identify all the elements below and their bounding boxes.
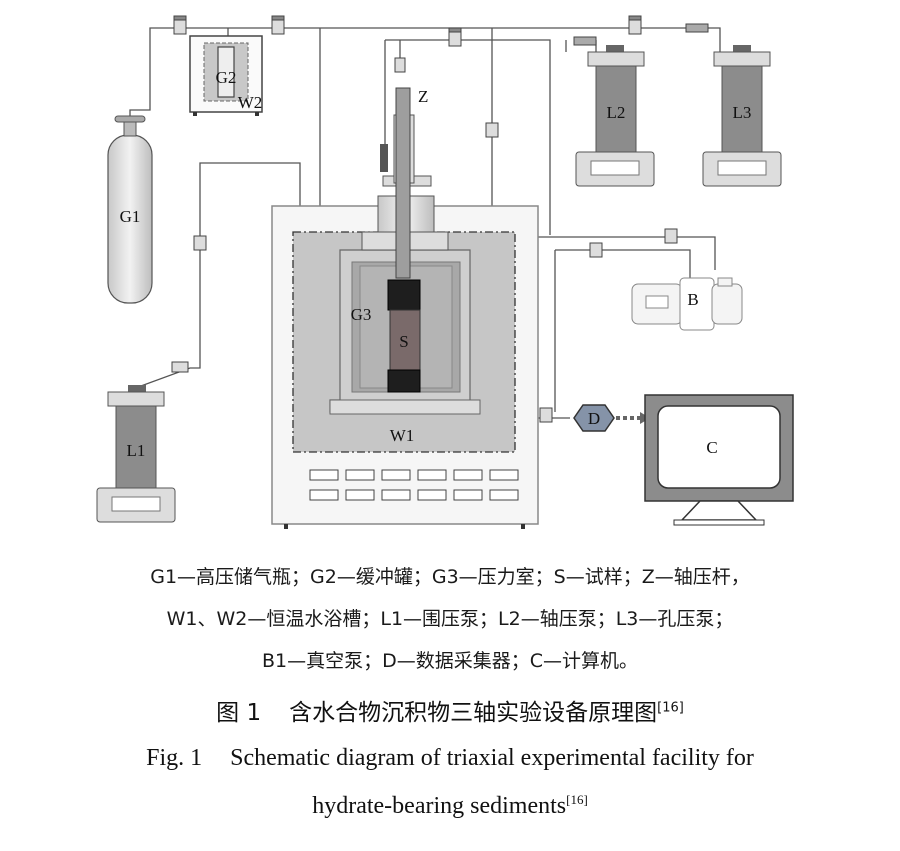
label-d: D (588, 409, 600, 428)
caption-en-ref: [16] (566, 792, 588, 807)
label-g1: G1 (120, 207, 141, 226)
computer-c: C (644, 394, 794, 526)
caption-english-line-1: Fig. 1 Schematic diagram of triaxial expe… (0, 745, 900, 772)
caption-en-line1: Schematic diagram of triaxial experiment… (230, 745, 754, 771)
pump-l3: L3 (702, 45, 782, 187)
legend-line-2: W1、W2—恒温水浴槽；L1—围压泵；L2—轴压泵；L3—孔压泵； (166, 608, 734, 630)
water-bath-w2: G2 W2 (189, 35, 263, 116)
label-b: B (687, 290, 698, 309)
label-g2: G2 (216, 68, 237, 87)
caption-cn-number: 图 1 (216, 700, 262, 726)
caption-en-line2: hydrate-bearing sediments (312, 793, 567, 819)
axial-rod-z: Z (380, 87, 428, 279)
label-g3: G3 (351, 305, 372, 324)
label-l1: L1 (127, 441, 146, 460)
pump-l2: L2 (575, 45, 655, 187)
vacuum-pump-b: B (631, 277, 743, 331)
label-w1: W1 (390, 426, 415, 445)
legend-line-1: G1—高压储气瓶；G2—缓冲罐；G3—压力室；S—试样；Z—轴压杆， (150, 566, 750, 588)
caption-en-number: Fig. 1 (146, 745, 203, 771)
label-c: C (706, 438, 717, 457)
label-z: Z (418, 87, 428, 106)
gas-cylinder-g1: G1 (107, 115, 153, 304)
data-logger-d: D (573, 404, 650, 432)
valves (171, 15, 709, 423)
caption-english-line-2: hydrate-bearing sediments[16] (0, 792, 900, 820)
caption-cn-text: 含水合物沉积物三轴实验设备原理图 (289, 700, 658, 726)
label-s: S (399, 332, 408, 351)
caption-cn-ref: [16] (657, 700, 684, 716)
label-l2: L2 (607, 103, 626, 122)
sample-s: S (387, 279, 421, 393)
label-l3: L3 (733, 103, 752, 122)
apparatus-diagram: G1 G2 W2 L1 L2 L3 (96, 15, 794, 529)
caption-chinese: 图 1 含水合物沉积物三轴实验设备原理图[16] (0, 693, 900, 727)
label-w2: W2 (238, 93, 263, 112)
legend-line-3: B1—真空泵；D—数据采集器；C—计算机。 (261, 650, 639, 672)
pump-l1: L1 (96, 385, 176, 523)
